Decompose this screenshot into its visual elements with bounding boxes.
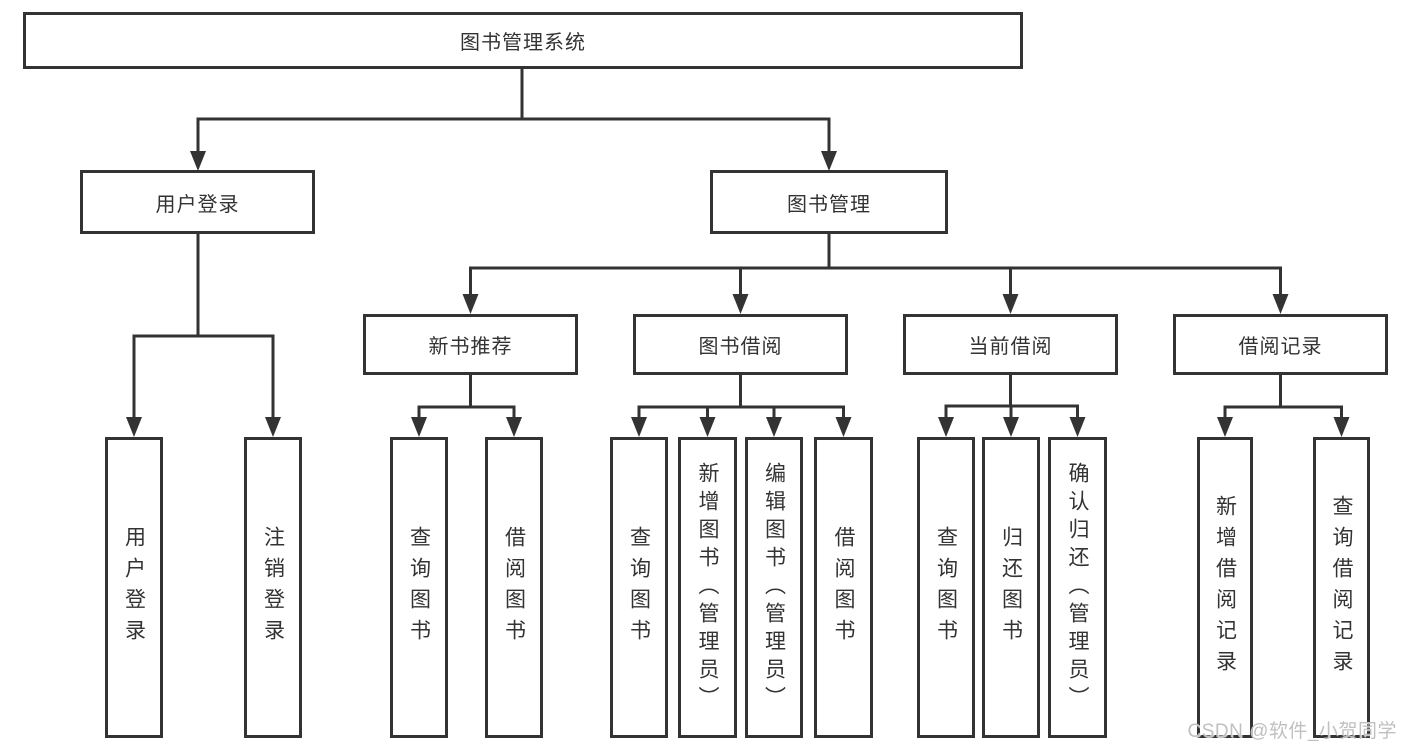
- node-new-book-recommendation-label: 新书推荐: [428, 336, 513, 358]
- node-borrowing-records-label: 借阅记录: [1238, 336, 1323, 358]
- node-user-login-label: 用户登录: [155, 193, 240, 216]
- leaf-edit-books-admin: 编辑图书（管理员）: [745, 437, 803, 738]
- leaf-query-borrow-record-label: 查询借阅记录: [1330, 494, 1353, 681]
- leaf-borrow-books-label: 借阅图书: [832, 525, 855, 650]
- leaf-query-books-current-label: 查询图书: [934, 525, 958, 650]
- leaf-query-books-current: 查询图书: [917, 437, 975, 738]
- leaf-user-login: 用户登录: [105, 437, 163, 738]
- leaf-confirm-return-admin-label: 确认归还（管理员）: [1066, 461, 1089, 714]
- node-book-borrowing-label: 图书借阅: [698, 336, 783, 358]
- leaf-edit-books-admin-label: 编辑图书（管理员）: [762, 461, 786, 714]
- watermark: CSDN @软件_小贺同学: [1187, 721, 1397, 742]
- leaf-borrow-books: 借阅图书: [814, 437, 873, 738]
- leaf-query-books-recommend: 查询图书: [390, 437, 448, 738]
- leaf-logout-label: 注销登录: [261, 525, 285, 650]
- node-current-borrowing-label: 当前借阅: [968, 336, 1053, 358]
- node-library-system-label: 图书管理系统: [460, 32, 586, 54]
- leaf-add-books-admin: 新增图书（管理员）: [678, 437, 737, 738]
- leaf-return-books-label: 归还图书: [999, 525, 1023, 650]
- leaf-borrow-books-recommend-label: 借阅图书: [502, 525, 526, 650]
- leaf-add-borrow-record-label: 新增借阅记录: [1213, 494, 1237, 681]
- leaf-logout: 注销登录: [244, 437, 302, 738]
- node-current-borrowing: 当前借阅: [903, 314, 1118, 375]
- leaf-query-books-borrowing: 查询图书: [610, 437, 668, 738]
- leaf-add-borrow-record: 新增借阅记录: [1197, 437, 1253, 738]
- node-book-borrowing: 图书借阅: [633, 314, 848, 375]
- leaf-query-borrow-record: 查询借阅记录: [1313, 437, 1370, 738]
- node-new-book-recommendation: 新书推荐: [363, 314, 578, 375]
- node-library-system: 图书管理系统: [23, 12, 1023, 69]
- leaf-return-books: 归还图书: [982, 437, 1040, 738]
- leaf-borrow-books-recommend: 借阅图书: [485, 437, 543, 738]
- leaf-query-books-borrowing-label: 查询图书: [627, 525, 651, 650]
- node-book-management: 图书管理: [710, 170, 948, 234]
- leaf-user-login-label: 用户登录: [122, 525, 146, 650]
- node-user-login: 用户登录: [80, 170, 315, 234]
- leaf-confirm-return-admin: 确认归还（管理员）: [1048, 437, 1107, 738]
- node-book-management-label: 图书管理: [787, 193, 871, 216]
- leaf-add-books-admin-label: 新增图书（管理员）: [696, 461, 719, 714]
- node-borrowing-records: 借阅记录: [1173, 314, 1388, 375]
- leaf-query-books-recommend-label: 查询图书: [407, 525, 431, 650]
